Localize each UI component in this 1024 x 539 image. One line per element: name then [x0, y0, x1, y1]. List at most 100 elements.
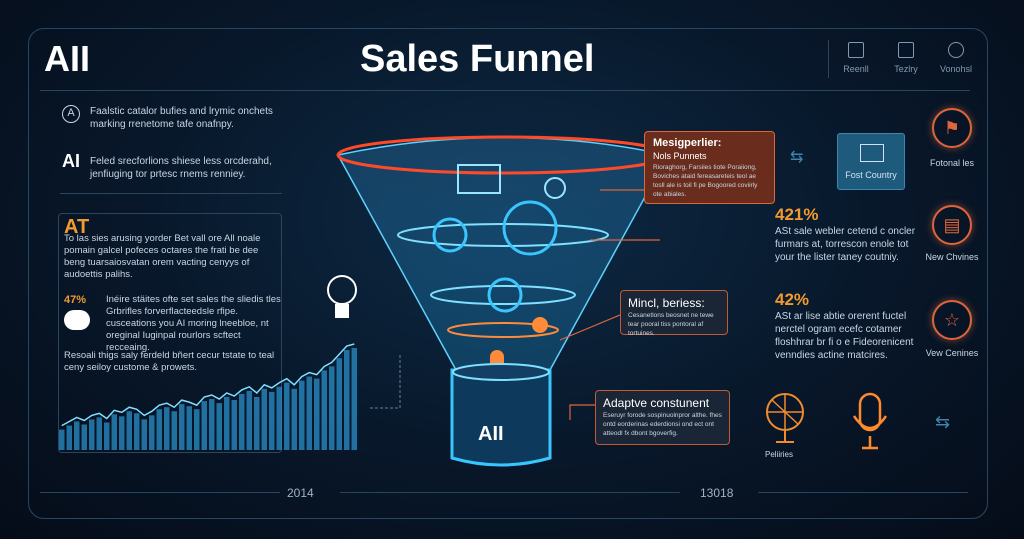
chart-bar — [344, 350, 350, 450]
toolbar-button-vonohsl[interactable]: Vonohsl — [926, 42, 986, 74]
chart-bar — [321, 370, 327, 450]
gamepad-icon — [64, 310, 90, 330]
chart-bar — [186, 406, 192, 450]
intro-icon-a: A — [62, 105, 80, 123]
chart-bar — [276, 386, 282, 450]
callout-text: Eseruyr forode sospinuolnpror althe. fhe… — [603, 412, 722, 437]
toolbar-divider — [828, 40, 829, 78]
callout-mid: Mincl, beriess: Cesanetlons beosnet ne t… — [620, 290, 728, 337]
toolbar-button-reenll[interactable]: Reenll — [826, 42, 886, 74]
intro-text: Feled srecforlions shiese less orcderahd… — [90, 156, 272, 180]
timeline-axis — [40, 492, 280, 493]
connector-lines — [370, 189, 660, 420]
insight-text: Inéire stäites ofte set sales the sliedi… — [106, 294, 281, 353]
insight-text: To las sies arusing yorder Bet vall ore … — [64, 233, 261, 280]
microphone-icon — [852, 392, 888, 450]
trend-chart — [59, 343, 357, 450]
callout-title: Mesigperlier: — [653, 137, 722, 149]
timeline-label-left: 2014 — [287, 486, 314, 500]
chart-bar — [284, 382, 290, 450]
chart-bar — [104, 422, 110, 450]
chart-bar — [336, 358, 342, 450]
callout-text: Cesanetlons beosnet ne tewe tear pooral … — [628, 312, 714, 337]
country-label: Fost Country — [845, 170, 897, 180]
chart-bar — [224, 396, 230, 450]
chart-bar — [201, 401, 207, 450]
chart-bar — [164, 407, 170, 450]
chart-bar — [314, 378, 320, 450]
chart-bar — [231, 400, 237, 450]
intro-item: A Faalstic catalor bufies and lrymic onc… — [62, 105, 290, 131]
chart-bar — [89, 419, 95, 450]
stat-item: 42% ASt ar lise abtie orerent fuctel ner… — [775, 290, 925, 362]
chart-bar — [209, 399, 215, 450]
right-icon-label: New Chvines — [925, 252, 979, 262]
country-card[interactable]: Fost Country — [837, 133, 905, 190]
link-icon — [948, 42, 964, 58]
callout-text: Rioraghorg, Farsiies tiote Poraiiong, Bo… — [653, 164, 758, 198]
toolbar-button-tezlry[interactable]: Tezlry — [876, 42, 936, 74]
chart-bar — [179, 404, 185, 450]
chart-bar — [246, 390, 252, 450]
document-icon — [898, 42, 914, 58]
stat-value: 42% — [775, 290, 810, 309]
stat-text: ASt ar lise abtie orerent fuctel nerctel… — [775, 311, 914, 361]
chart-bar — [269, 391, 275, 450]
intro-text: Faalstic catalor bufies and lrymic onche… — [90, 106, 273, 130]
transfer-arrows-icon: ⇆ — [935, 412, 951, 432]
brand-logo: AII — [44, 38, 91, 79]
envelope-icon — [860, 144, 884, 162]
chart-bar — [59, 429, 65, 450]
callout-title: Mincl, beriess: — [628, 296, 705, 310]
header-divider — [40, 90, 970, 91]
chart-bar — [126, 411, 132, 450]
left-divider — [60, 193, 282, 194]
chart-bar — [134, 413, 140, 450]
right-icon-label: Vew Cenines — [925, 348, 979, 358]
intro-item: AI Feled srecforlions shiese less orcder… — [62, 151, 290, 181]
chart-bar — [194, 409, 200, 450]
callout-top: Mesigperlier: Nols Punnets Rioraghorg, F… — [644, 131, 775, 204]
funnel-base-label: AII — [478, 423, 504, 445]
timeline-label-right: 13018 — [700, 486, 734, 500]
intro-lead: AI — [62, 151, 80, 171]
flag-icon[interactable]: ⚑ — [932, 108, 972, 148]
globe-icon — [766, 393, 804, 443]
chart-bar — [141, 419, 147, 450]
tool-label: Reenll — [843, 64, 869, 74]
chart-bar — [261, 388, 267, 450]
stat-value: 421% — [775, 205, 819, 224]
insight-block: AT To las sies arusing yorder Bet vall o… — [64, 216, 276, 281]
report-icon[interactable]: ▤ — [932, 205, 972, 245]
chart-bar — [254, 396, 260, 450]
chart-trend-line — [61, 343, 355, 427]
dashboard-frame — [28, 28, 988, 519]
tool-label: Vonohsl — [939, 64, 973, 74]
chart-bar — [329, 366, 335, 450]
insight-lead: AT — [64, 216, 90, 238]
page-title: Sales Funnel — [360, 38, 595, 80]
chart-bar — [81, 424, 87, 450]
chart-bar — [66, 425, 72, 450]
chart-bar — [171, 411, 177, 450]
chart-bar — [291, 388, 297, 450]
callout-bottom: Adaptve constunent Eseruyr forode sospin… — [595, 390, 730, 445]
chart-bar — [119, 416, 125, 450]
callout-title: Adaptve constunent — [603, 396, 710, 410]
globe-label: Peliiries — [765, 450, 794, 459]
timeline-axis — [758, 492, 968, 493]
chart-bar — [156, 409, 162, 450]
chart-bar — [216, 403, 222, 450]
chart-bar — [149, 415, 155, 450]
chart-bar — [74, 421, 80, 450]
transfer-arrows-icon: ⇆ — [790, 149, 804, 166]
star-icon[interactable]: ☆ — [932, 300, 972, 340]
chart-bar — [299, 380, 305, 450]
insights-panel — [58, 213, 282, 453]
tool-label: Tezlry — [894, 64, 918, 74]
chart-bar — [306, 376, 312, 450]
timeline-axis — [340, 492, 680, 493]
callout-subtitle: Nols Punnets — [653, 151, 707, 161]
chart-bar — [111, 414, 117, 450]
chart-bar — [351, 348, 357, 450]
